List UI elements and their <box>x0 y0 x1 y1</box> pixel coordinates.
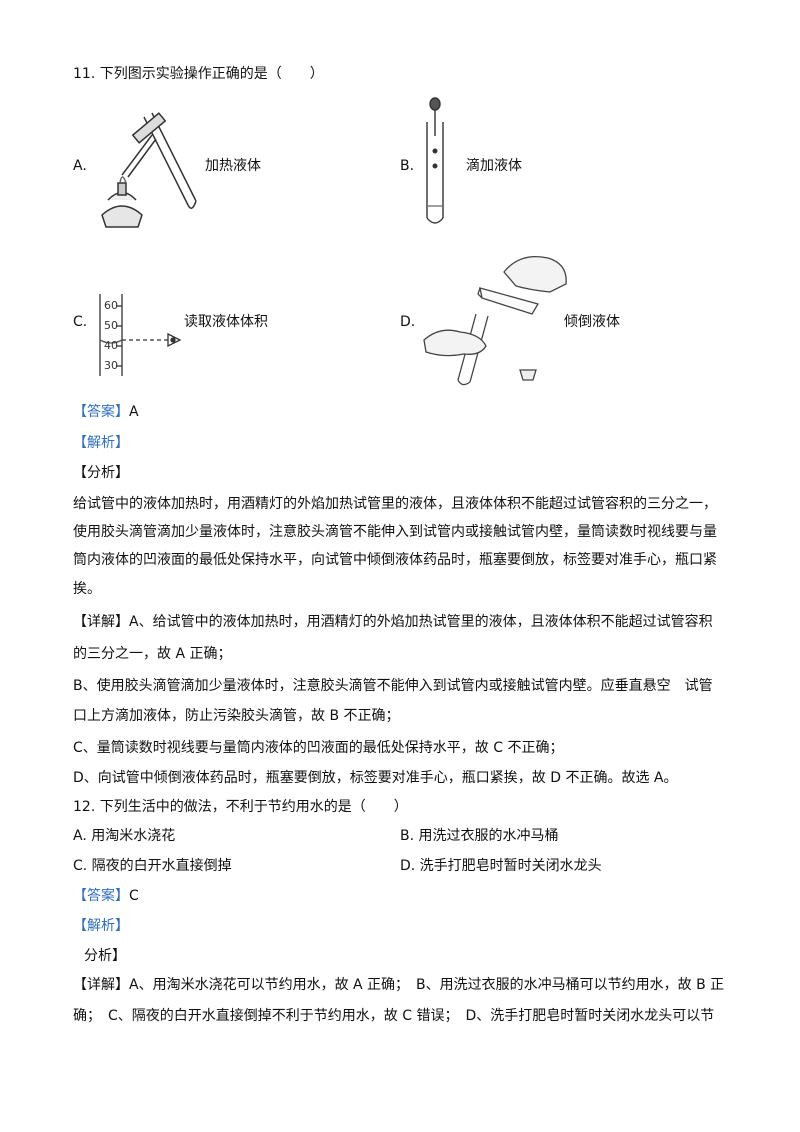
q11-option-b-letter: B. <box>400 158 415 174</box>
q12-answer: 【答案】C <box>73 886 139 906</box>
q11-option-a-caption: 加热液体 <box>205 158 261 174</box>
q12-option-c: C. 隔夜的白开水直接倒掉 <box>73 858 232 874</box>
pouring-liquid-figure <box>420 248 580 392</box>
q11-option-b-caption: 滴加液体 <box>466 158 522 174</box>
q11-title: 11. 下列图示实验操作正确的是（ ） <box>73 66 324 82</box>
heating-liquid-figure <box>92 105 202 234</box>
q12-answer-value: C <box>129 888 139 904</box>
q11-option-d-letter: D. <box>400 314 416 330</box>
q12-option-d: D. 洗手打肥皂时暂时关闭水龙头 <box>400 858 602 874</box>
q11-jiexi: 【解析】 <box>73 435 129 451</box>
q11-fenxi: 【分析】 <box>73 465 129 481</box>
q11-detail-line-4: 口上方滴加液体，防止污染胶头滴管，故 B 不正确； <box>73 708 400 724</box>
dropper-figure <box>422 96 452 235</box>
q11-detail-label: 【详解】 <box>73 614 129 630</box>
q11-detail-line-3: B、使用胶头滴管滴加少量液体时，注意胶头滴管不能伸入到试管内或接触试管内壁。应垂… <box>73 678 713 694</box>
cylinder-tick-50: 50 <box>104 319 118 332</box>
q11-analysis-line-1: 给试管中的液体加热时，用酒精灯的外焰加热试管里的液体，且液体体积不能超过试管容积… <box>73 496 717 512</box>
q12-answer-label: 【答案】 <box>73 888 129 904</box>
q11-analysis-line-4: 挨。 <box>73 581 101 597</box>
q11-detail-line-5: C、量筒读数时视线要与量筒内液体的凹液面的最低处保持水平，故 C 不正确； <box>73 740 564 756</box>
cylinder-tick-60: 60 <box>104 299 118 312</box>
q12-option-a: A. 用淘米水浇花 <box>73 828 176 844</box>
q11-detail-line-6: D、向试管中倾倒液体药品时，瓶塞要倒放，标签要对准手心，瓶口紧挨，故 D 不正确… <box>73 770 678 786</box>
q11-detail-line-2: 的三分之一，故 A 正确； <box>73 646 232 662</box>
q11-option-d-caption: 倾倒液体 <box>564 314 620 330</box>
q11-detail-line-1: 【详解】A、给试管中的液体加热时，用酒精灯的外焰加热试管里的液体，且液体体积不能… <box>73 614 713 630</box>
q12-jiexi: 【解析】 <box>73 918 129 934</box>
q12-detail-line-1: 【详解】A、用淘米水浇花可以节约用水，故 A 正确； B、用洗过衣服的水冲马桶可… <box>73 977 725 993</box>
q12-detail-line-2: 确； C、隔夜的白开水直接倒掉不利于节约用水，故 C 错误； D、洗手打肥皂时暂… <box>73 1008 715 1024</box>
q12-option-b: B. 用洗过衣服的水冲马桶 <box>400 828 559 844</box>
cylinder-tick-40: 40 <box>104 339 118 352</box>
q12-detail-label: 【详解】 <box>73 977 129 993</box>
q11-answer-value: A <box>129 404 139 420</box>
q11-option-a-letter: A. <box>73 158 87 174</box>
q12-title: 12. 下列生活中的做法，不利于节约用水的是（ ） <box>73 799 408 815</box>
q12-fenxi: 分析】 <box>84 948 126 964</box>
q11-option-c-caption: 读取液体体积 <box>184 314 268 330</box>
cylinder-tick-30: 30 <box>104 359 118 372</box>
q11-analysis-line-3: 筒内液体的凹液面的最低处保持水平，向试管中倾倒液体药品时，瓶塞要倒放，标签要对准… <box>73 552 717 568</box>
q11-analysis-line-2: 使用胶头滴管滴加少量液体时，注意胶头滴管不能伸入到试管内或接触试管内壁，量筒读数… <box>73 524 717 540</box>
q11-answer: 【答案】A <box>73 402 139 422</box>
q11-answer-label: 【答案】 <box>73 404 129 420</box>
graduated-cylinder-figure: 60 50 40 30 <box>96 292 186 384</box>
q11-option-c-letter: C. <box>73 314 88 330</box>
